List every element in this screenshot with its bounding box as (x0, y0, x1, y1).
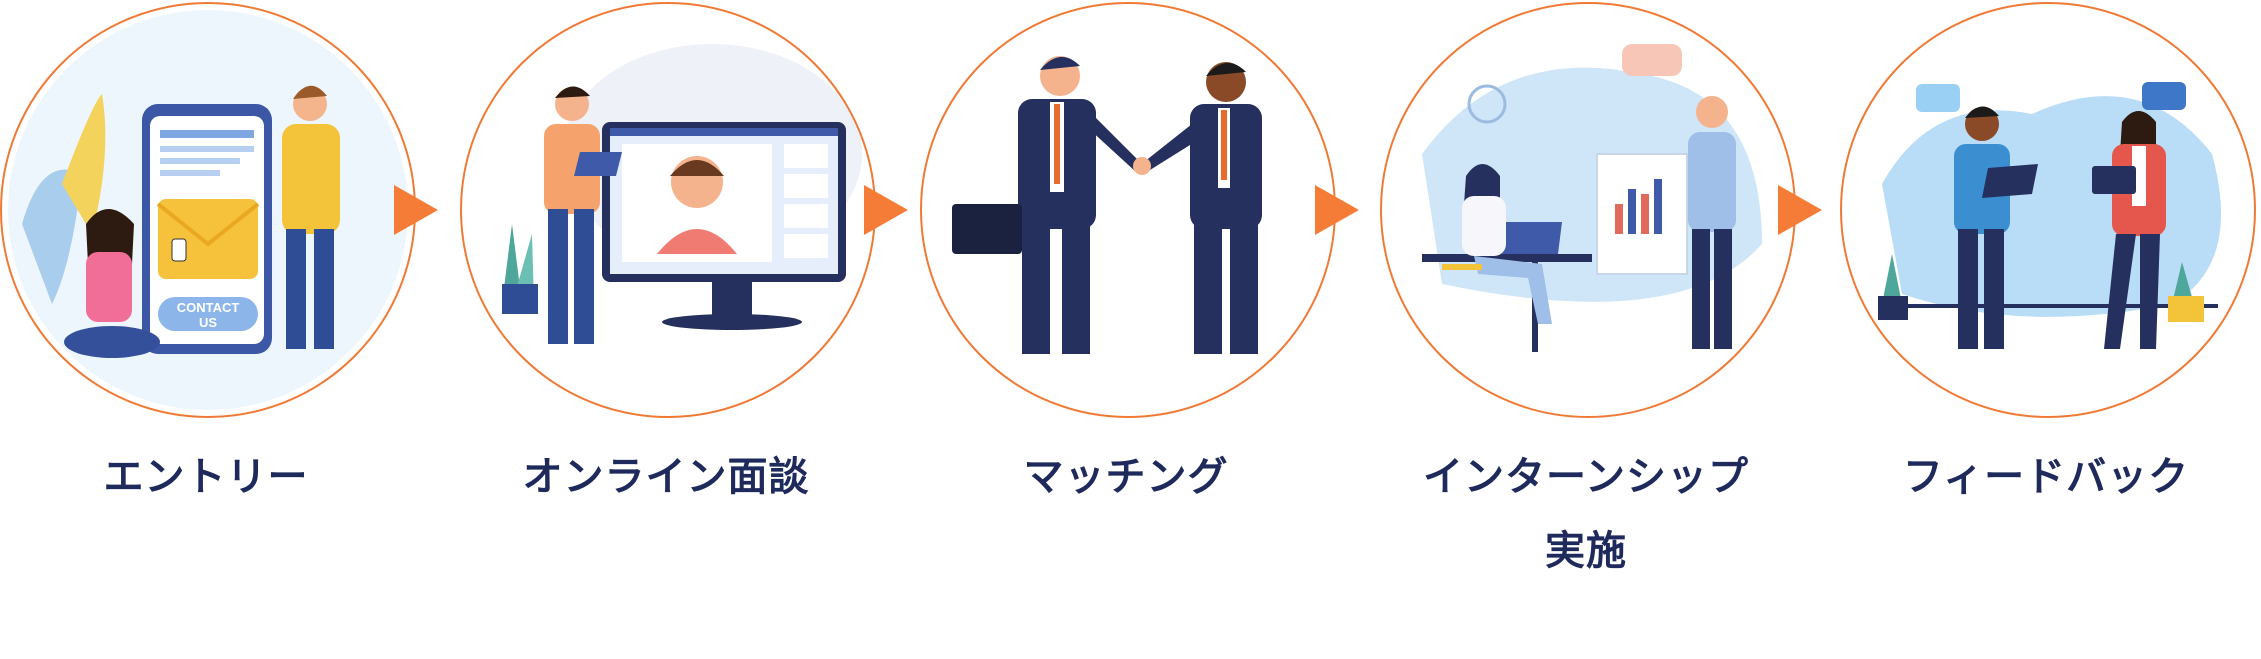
arrow-icon (1778, 185, 1822, 235)
video-call-illustration (502, 44, 862, 344)
step-label-entry: エントリー (103, 454, 309, 500)
arrow-icon (1315, 185, 1359, 235)
online-interview-illustration-circle (460, 2, 876, 418)
step-entry: CONTACT US エントリー (0, 0, 420, 659)
step-online-interview: オンライン面談 (460, 0, 880, 659)
office-work-illustration (1422, 44, 1762, 352)
step-matching: マッチング (920, 0, 1340, 659)
contact-us-line2: US (199, 315, 217, 330)
contact-us-line1: CONTACT (177, 300, 240, 315)
step-feedback: フィードバック (1840, 0, 2260, 659)
step-label-feedback: フィードバック (1902, 454, 2190, 500)
contact-form-illustration: CONTACT US (8, 10, 408, 410)
step-label-internship-line2: 実施 (1545, 528, 1627, 574)
matching-illustration-circle (920, 2, 1336, 418)
handshake-illustration (952, 56, 1262, 354)
arrow-icon (864, 185, 908, 235)
step-internship: インターンシップ 実施 (1380, 0, 1800, 659)
feedback-illustration-circle (1840, 2, 2256, 418)
step-label-internship-line1: インターンシップ (1423, 454, 1749, 500)
discussion-illustration (1878, 82, 2221, 349)
arrow-icon (394, 185, 438, 235)
step-label-internship: インターンシップ 実施 (1380, 440, 1792, 588)
entry-illustration-circle: CONTACT US (0, 2, 416, 418)
step-label-online-interview: オンライン面談 (522, 454, 810, 500)
internship-illustration-circle (1380, 2, 1796, 418)
step-label-matching: マッチング (1023, 454, 1229, 500)
